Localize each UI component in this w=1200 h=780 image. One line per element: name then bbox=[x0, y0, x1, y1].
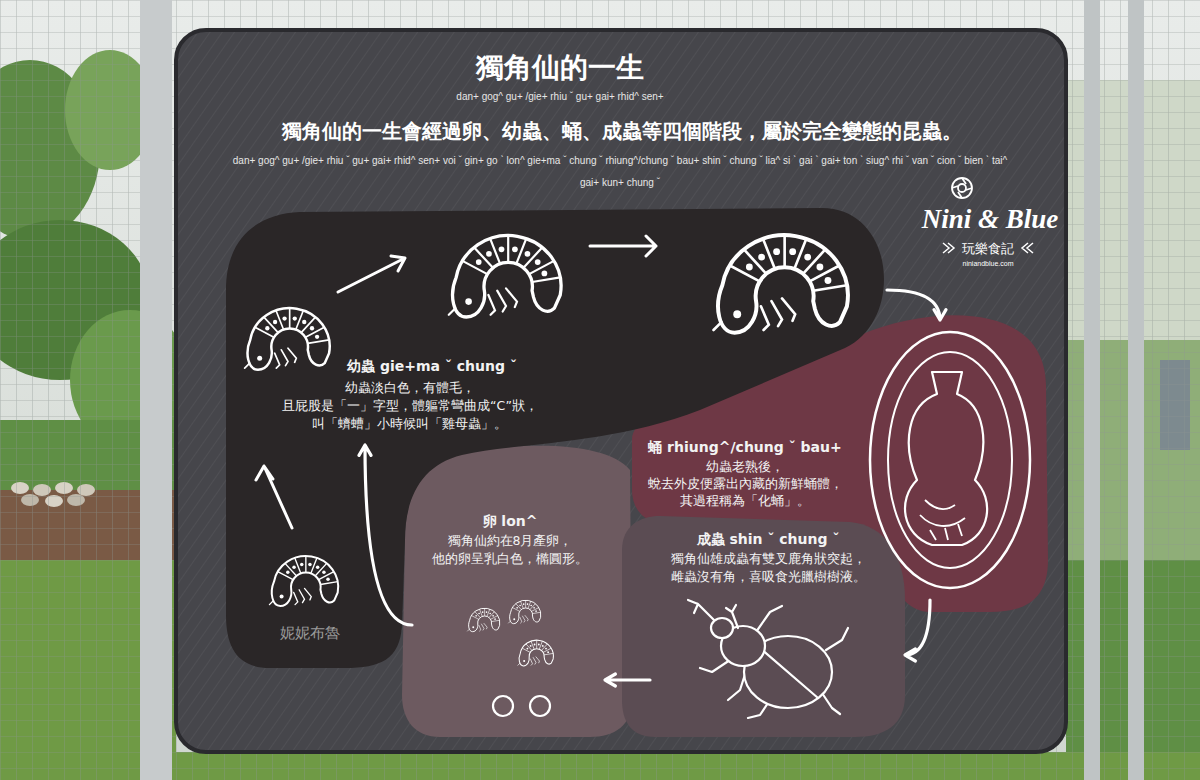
sign-subtitle: 獨角仙的一生會經過卵、幼蟲、蛹、成蟲等四個階段，屬於完全變態的昆蟲。 bbox=[282, 118, 962, 144]
text-line: 他的卵呈乳白色，橢圓形。 bbox=[432, 550, 588, 568]
hatchling-drawing bbox=[518, 640, 553, 666]
stage-heading: 幼蟲 gie+ma ˇ chung ˇ bbox=[347, 357, 517, 375]
larva-drawing bbox=[245, 308, 330, 370]
cycle-arrow bbox=[905, 600, 930, 661]
stage-heading: 卵 lon^ bbox=[483, 512, 538, 530]
hatchling-drawing bbox=[509, 600, 541, 623]
romanization: dan+ gog^ gu+ /gie+ rhiu ˇ gu+ gai+ rhid… bbox=[225, 150, 1015, 194]
larva-drawing bbox=[449, 236, 561, 317]
text-line: 雌蟲沒有角，喜吸食光臘樹樹液。 bbox=[671, 568, 866, 586]
egg-area bbox=[402, 446, 632, 737]
text-line: 且屁股是「一」字型，體軀常彎曲成“C”狀， bbox=[282, 397, 538, 415]
stage-description: 獨角仙約在8月產卵， 他的卵呈乳白色，橢圓形。 bbox=[432, 532, 588, 568]
stage-heading: 成蟲 shin ˇ chung ˇ bbox=[697, 530, 840, 548]
larva-drawing bbox=[269, 556, 338, 606]
larva-area bbox=[226, 208, 884, 668]
growth-arrow bbox=[338, 256, 405, 292]
cycle-arrow bbox=[359, 445, 412, 625]
fence-post bbox=[1084, 0, 1100, 780]
watermark: niniandblue.com bbox=[963, 259, 1014, 268]
stage-heading: 蛹 rhiung^/chung ˇ bau+ bbox=[648, 438, 841, 456]
beetle-drawing bbox=[688, 600, 848, 718]
watermark-icon bbox=[952, 178, 972, 198]
text-line: 幼蟲老熟後， bbox=[648, 458, 843, 475]
larva-drawing bbox=[714, 235, 848, 333]
stage-description: 幼蟲淡白色，有體毛， 且屁股是「一」字型，體軀常彎曲成“C”狀， 叫「蠐螬」小時… bbox=[282, 379, 538, 433]
romanization: dan+ gog^ gu+ /gie+ rhiu ˇ gu+ gai+ rhid… bbox=[456, 90, 663, 103]
egg-drawing bbox=[493, 696, 513, 716]
text-line: 叫「蠐螬」小時候叫「雞母蟲」。 bbox=[282, 415, 538, 433]
text-line: 蛻去外皮便露出內藏的新鮮蛹體， bbox=[648, 475, 843, 492]
fence-post bbox=[1128, 0, 1144, 780]
pupa-drawing bbox=[870, 332, 1030, 588]
cycle-arrow bbox=[887, 290, 946, 320]
text-line: 獨角仙雄成蟲有雙叉鹿角狀突起， bbox=[671, 550, 866, 568]
board-texture bbox=[178, 32, 1064, 750]
watermark: 妮妮布魯 bbox=[280, 623, 340, 643]
watermark: 玩樂食記 bbox=[962, 240, 1014, 257]
watermark: Nini & Blue bbox=[922, 202, 1059, 237]
adult-area bbox=[622, 516, 905, 737]
larva-stage: 幼蟲 gie+ma ˇ chung ˇ 幼蟲淡白色，有體毛， 且屁股是「一」字型，… bbox=[232, 205, 887, 445]
stage-description: 幼蟲老熟後， 蛻去外皮便露出內藏的新鮮蛹體， 其過程稱為「化蛹」。 bbox=[648, 458, 843, 509]
hatchling-drawing bbox=[468, 608, 500, 631]
text-line: 幼蟲淡白色，有體毛， bbox=[282, 379, 538, 397]
text-line: 其過程稱為「化蛹」。 bbox=[648, 492, 843, 509]
sign-title: 獨角仙的一生 bbox=[476, 50, 644, 86]
egg-drawing bbox=[530, 696, 550, 716]
adult-stage: 成蟲 shin ˇ chung ˇ 獨角仙雄成蟲有雙叉鹿角狀突起， 雌蟲沒有角，喜… bbox=[650, 515, 905, 735]
growth-arrow bbox=[256, 466, 292, 528]
fence-post bbox=[140, 0, 172, 780]
growth-arrow bbox=[590, 236, 656, 256]
cycle-arrow bbox=[605, 674, 650, 686]
egg-stage: 卵 lon^ 獨角仙約在8月產卵， 他的卵呈乳白色，橢圓形。 bbox=[412, 470, 605, 735]
text-line: 獨角仙約在8月產卵， bbox=[432, 532, 588, 550]
sign-board bbox=[176, 30, 1066, 752]
stage-description: 獨角仙雄成蟲有雙叉鹿角狀突起， 雌蟲沒有角，喜吸食光臘樹樹液。 bbox=[671, 550, 866, 586]
